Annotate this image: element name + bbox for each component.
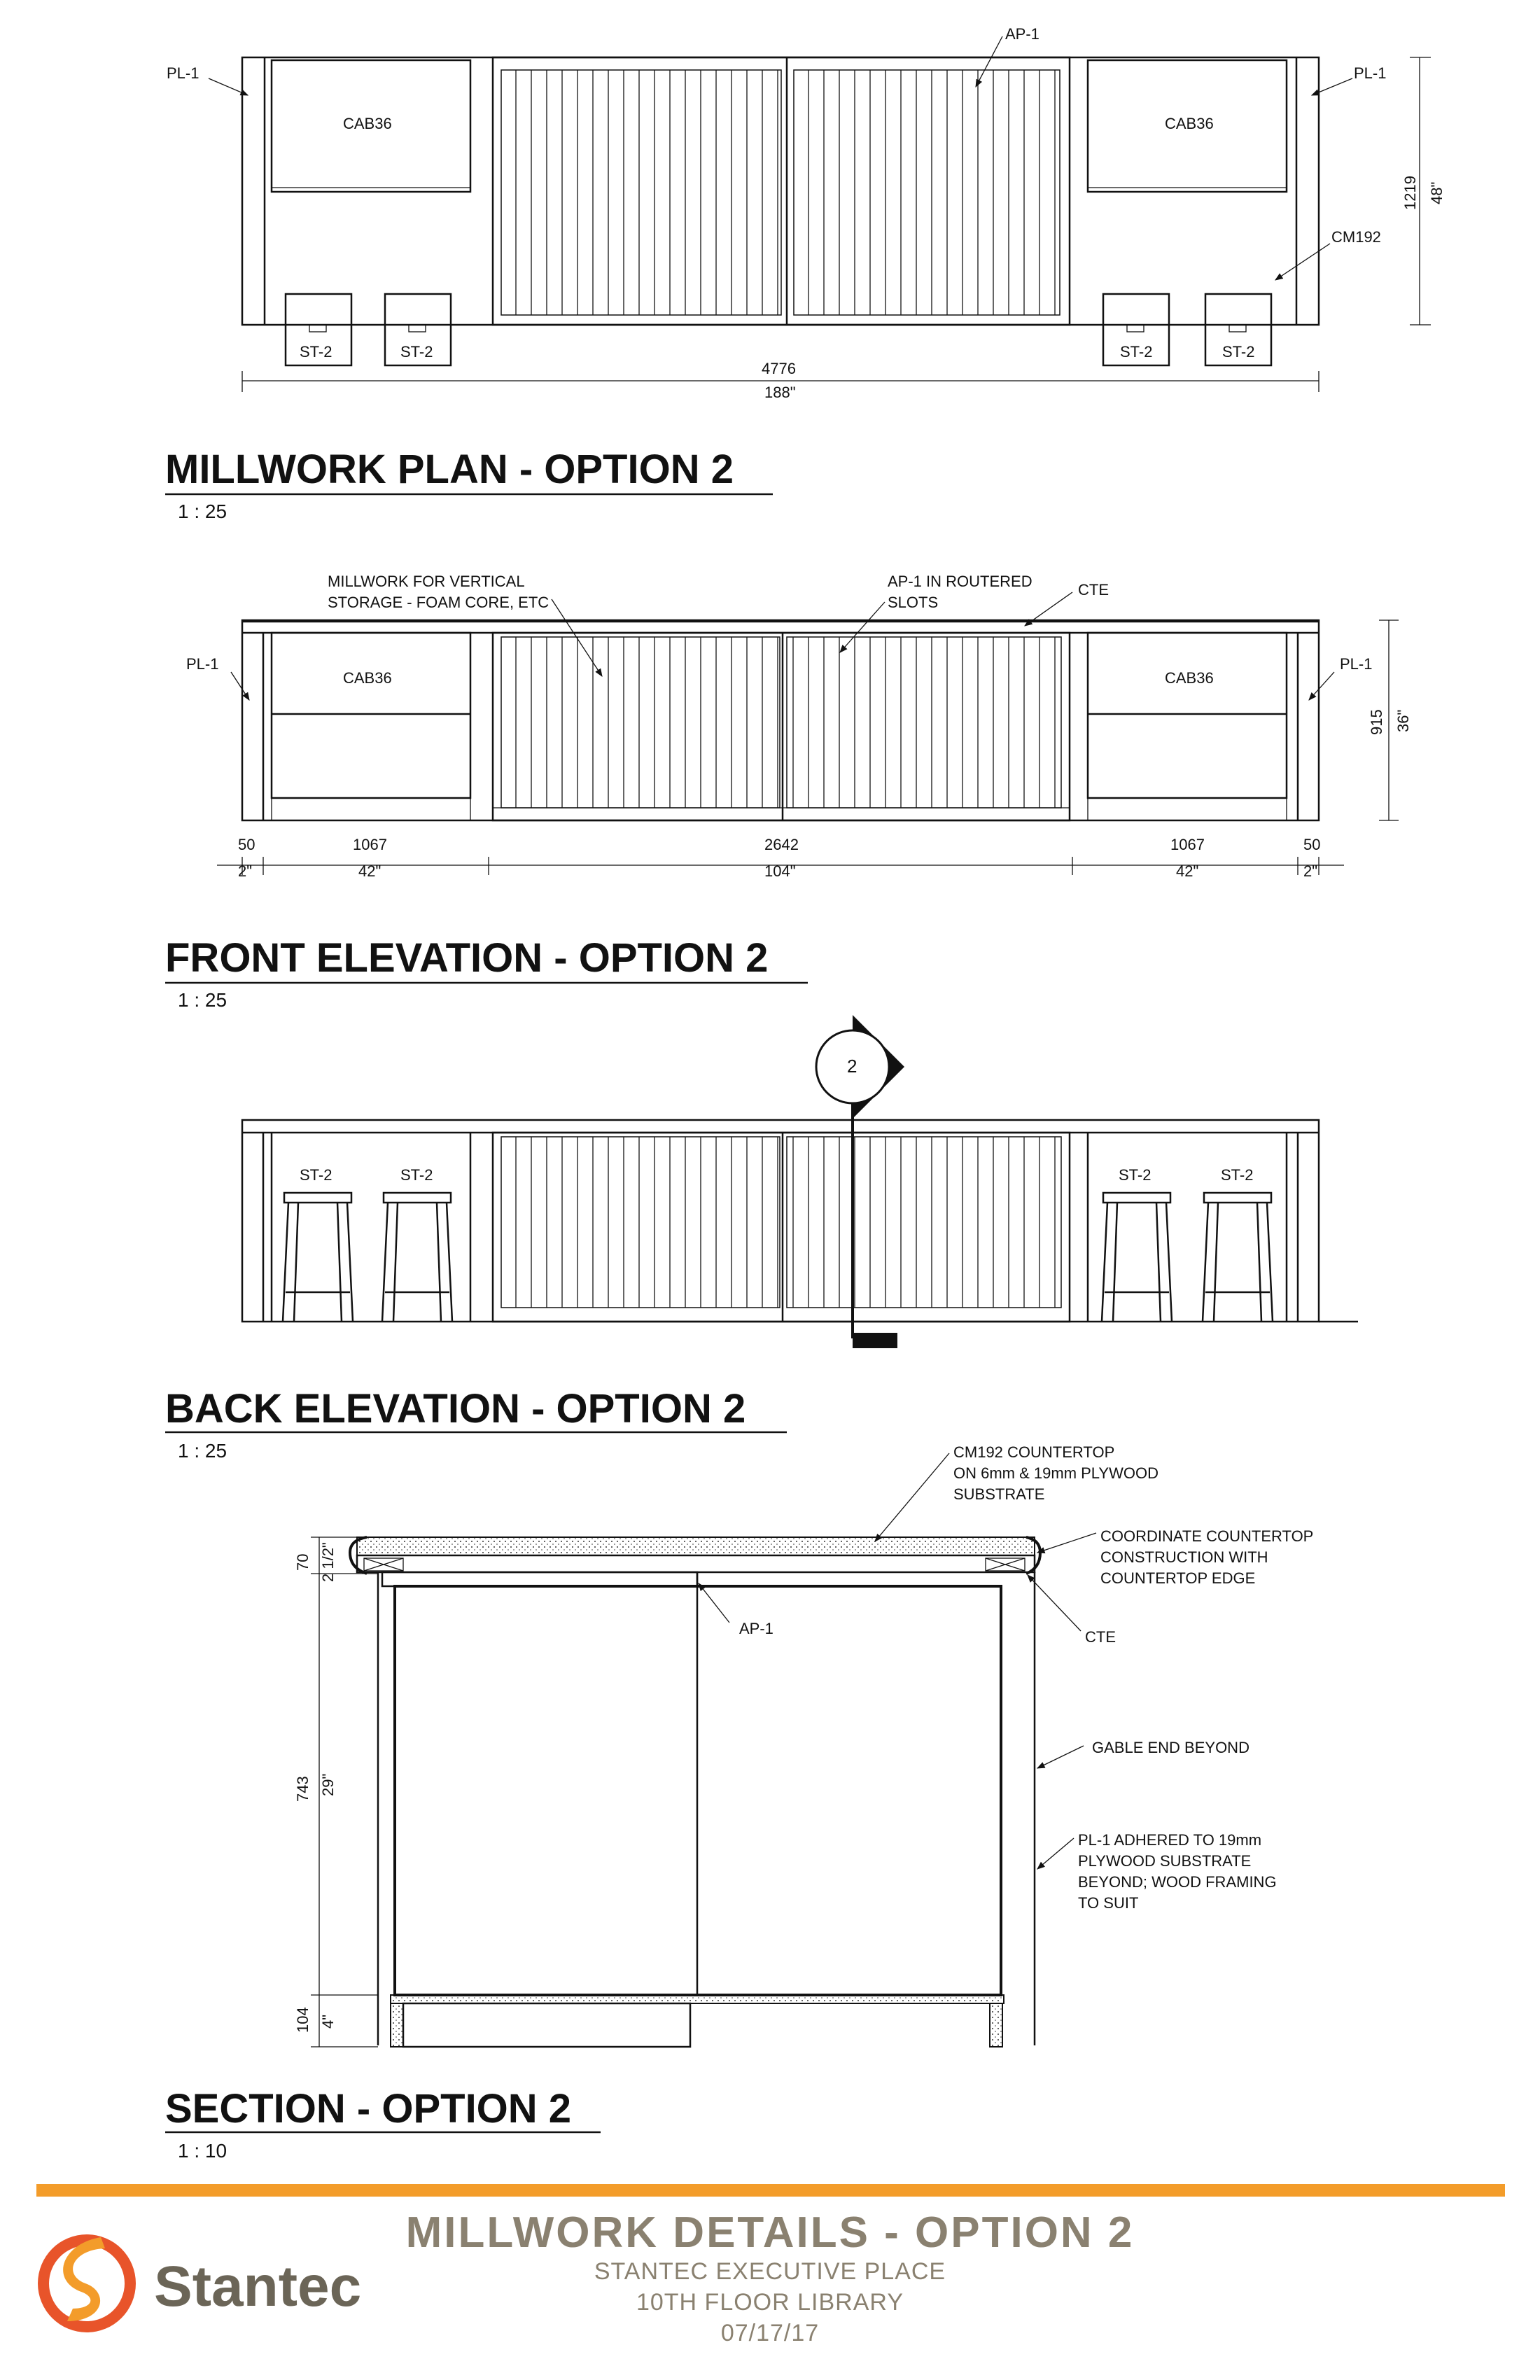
section-dim-top-in: 2 1/2" [319, 1542, 337, 1582]
section-detail: CM192 COUNTERTOP ON 6mm & 19mm PLYWOOD S… [165, 1443, 1313, 2162]
section-marker-number: 2 [847, 1056, 857, 1077]
plan-depth-in: 48" [1428, 182, 1446, 204]
front-dim-mm: 2642 [764, 836, 799, 853]
section-note-coord-3: COUNTERTOP EDGE [1100, 1569, 1255, 1587]
front-dim-mm: 50 [1303, 836, 1320, 853]
back-elevation: 2 ST-2 ST-2 ST-2 ST-2 BACK ELEVATION - O… [165, 1015, 1358, 1462]
back-scale: 1 : 25 [178, 1440, 227, 1462]
title-block: MILLWORK DETAILS - OPTION 2 STANTEC EXEC… [36, 2184, 1505, 2346]
plan-ap-label: AP-1 [1005, 25, 1040, 43]
sheet-title: MILLWORK DETAILS - OPTION 2 [406, 2208, 1135, 2257]
front-elevation: MILLWORK FOR VERTICAL STORAGE - FOAM COR… [165, 573, 1412, 1011]
front-dim-in: 2" [238, 862, 252, 880]
front-note-ap-2: SLOTS [888, 594, 938, 611]
front-dim-mm: 1067 [1170, 836, 1205, 853]
section-note-pl-4: TO SUIT [1078, 1894, 1138, 1912]
back-title: BACK ELEVATION - OPTION 2 [165, 1386, 746, 1432]
front-dim-in: 104" [764, 862, 796, 880]
front-title: FRONT ELEVATION - OPTION 2 [165, 935, 768, 981]
plan-width-mm: 4776 [762, 360, 796, 377]
millwork-plan: PL-1 PL-1 AP-1 CAB36 CAB36 CM192 ST-2 ST… [165, 25, 1446, 522]
back-st-label: ST-2 [1221, 1166, 1253, 1184]
front-dim-in: 2" [1303, 862, 1317, 880]
section-dim-top-mm: 70 [294, 1554, 312, 1571]
plan-depth-mm: 1219 [1401, 176, 1419, 210]
back-st-label: ST-2 [1119, 1166, 1151, 1184]
front-dim-in: 42" [1176, 862, 1198, 880]
section-dim-bot-mm: 104 [294, 2007, 312, 2033]
plan-st-label: ST-2 [300, 343, 332, 360]
section-dim-mid-mm: 743 [294, 1776, 312, 1802]
plan-cab-right-label: CAB36 [1165, 115, 1214, 132]
section-gable-note: GABLE END BEYOND [1092, 1739, 1250, 1756]
front-cab-right-label: CAB36 [1165, 669, 1214, 687]
section-note-coord-1: COORDINATE COUNTERTOP [1100, 1527, 1313, 1545]
front-pl-right-label: PL-1 [1340, 655, 1372, 673]
plan-pl-left-label: PL-1 [167, 64, 199, 82]
plan-cab-left-label: CAB36 [343, 115, 392, 132]
accent-bar [36, 2184, 1505, 2197]
front-height-mm: 915 [1368, 709, 1385, 735]
section-note-coord-2: CONSTRUCTION WITH [1100, 1548, 1268, 1566]
plan-cm-label: CM192 [1331, 228, 1381, 246]
section-dim-bot-in: 4" [319, 2015, 337, 2029]
front-pl-left-label: PL-1 [186, 655, 218, 673]
front-note-storage-2: STORAGE - FOAM CORE, ETC [328, 594, 549, 611]
section-cte-label: CTE [1085, 1628, 1116, 1646]
section-note-pl-2: PLYWOOD SUBSTRATE [1078, 1852, 1251, 1870]
back-st-label: ST-2 [300, 1166, 332, 1184]
section-ap-label: AP-1 [739, 1620, 774, 1637]
plan-st-label: ST-2 [1120, 343, 1152, 360]
front-cte-label: CTE [1078, 581, 1109, 598]
plan-width-in: 188" [764, 384, 796, 401]
project-name: STANTEC EXECUTIVE PLACE [594, 2258, 946, 2285]
section-scale: 1 : 10 [178, 2140, 227, 2162]
plan-st-label: ST-2 [1222, 343, 1254, 360]
section-note-cm-3: SUBSTRATE [953, 1485, 1044, 1503]
plan-pl-right-label: PL-1 [1354, 64, 1386, 82]
project-location: 10TH FLOOR LIBRARY [636, 2289, 904, 2316]
back-st-label: ST-2 [400, 1166, 433, 1184]
front-dim-mm: 1067 [353, 836, 387, 853]
front-cab-left-label: CAB36 [343, 669, 392, 687]
stantec-logo-icon [38, 2234, 136, 2332]
brand-wordmark: Stantec [154, 2255, 361, 2318]
section-dim-mid-in: 29" [319, 1774, 337, 1796]
front-height-in: 36" [1394, 710, 1412, 732]
front-dim-mm: 50 [238, 836, 255, 853]
sheet-date: 07/17/17 [721, 2320, 819, 2346]
front-dim-in: 42" [358, 862, 381, 880]
section-note-cm-2: ON 6mm & 19mm PLYWOOD [953, 1464, 1158, 1482]
plan-st-label: ST-2 [400, 343, 433, 360]
front-note-ap-1: AP-1 IN ROUTERED [888, 573, 1032, 590]
section-title: SECTION - OPTION 2 [165, 2086, 571, 2132]
section-note-pl-3: BEYOND; WOOD FRAMING [1078, 1873, 1277, 1891]
section-note-pl-1: PL-1 ADHERED TO 19mm [1078, 1831, 1261, 1849]
front-note-storage-1: MILLWORK FOR VERTICAL [328, 573, 525, 590]
plan-title: MILLWORK PLAN - OPTION 2 [165, 447, 734, 492]
section-note-cm-1: CM192 COUNTERTOP [953, 1443, 1114, 1461]
front-scale: 1 : 25 [178, 989, 227, 1011]
plan-scale: 1 : 25 [178, 500, 227, 522]
